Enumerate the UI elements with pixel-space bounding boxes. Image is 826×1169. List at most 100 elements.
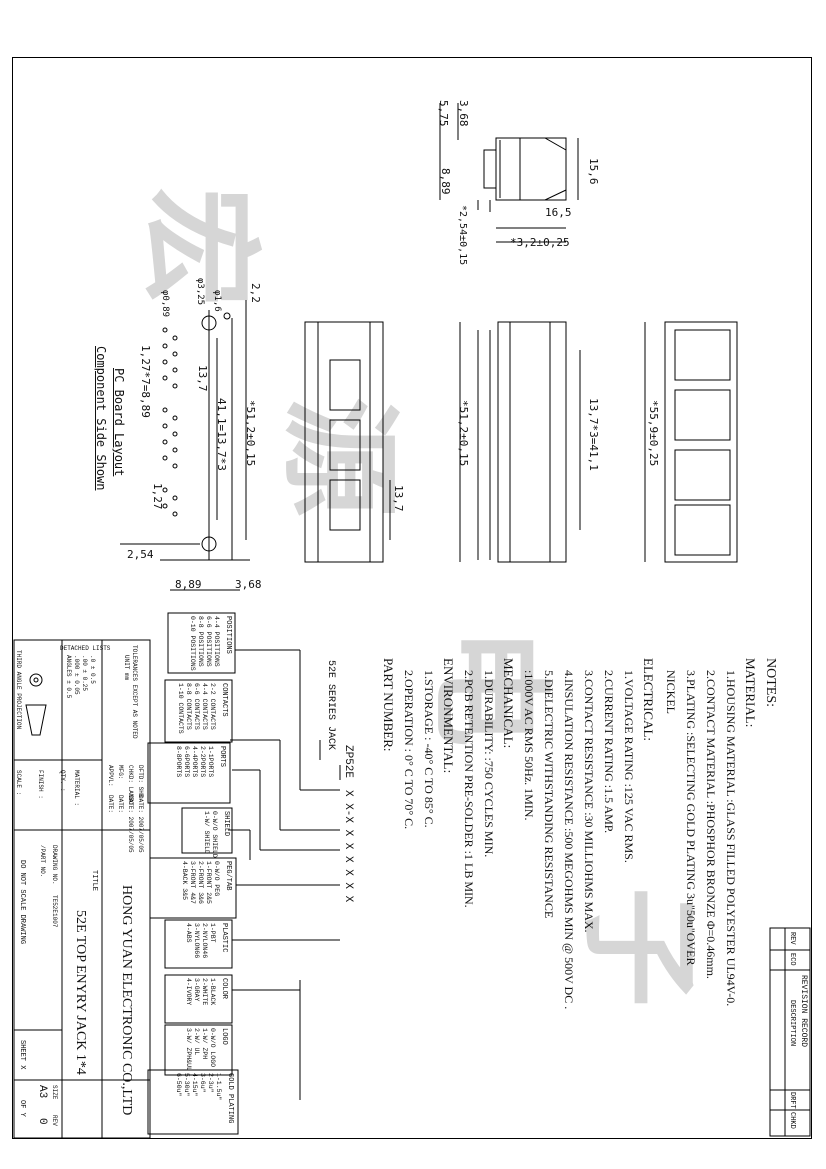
dim-side-width: 16,5 <box>545 206 572 219</box>
option-item: 0-W/O SHIELD <box>211 811 218 858</box>
option-item: 6-6 POSITIONS <box>205 616 212 667</box>
option-item: 1-1PORTS <box>207 746 214 778</box>
dim-side-pitch: *2,54±0,15 <box>457 205 468 266</box>
front-view-drawing <box>304 321 391 563</box>
chkd-date: DATE: 2007/05/05 <box>127 795 134 853</box>
environmental-line-2: 2.OPERATION : 0° C TO 70° C. <box>402 670 416 830</box>
part-number-tree <box>228 649 341 1100</box>
option-item: 3-W/ ZPH&UL <box>185 1028 192 1071</box>
option-group-title: CONTACTS <box>220 683 228 717</box>
rev-value: 0 <box>36 1118 48 1125</box>
sheet-label: SHEET X <box>18 1040 26 1070</box>
option-group-title: POSITIONS <box>224 616 232 654</box>
mechanical-heading: MECHANICAL: <box>501 658 516 749</box>
drawing-no: TE52E1007 <box>51 895 58 928</box>
dim-side-top-2: 3,68 <box>457 100 470 127</box>
option-item: 2-FRONT 3&6 <box>197 861 204 904</box>
dim-top-512: *51,2±0,15 <box>457 400 470 467</box>
option-item: 2-W/ UL <box>193 1028 200 1056</box>
drawing-no-label: DRAWING NO. <box>51 845 58 885</box>
electrical-line-1: 1.VOLTAGE RATING :125 VAC RMS. <box>622 670 636 863</box>
dim-pcb-d2: φ3,25 <box>195 278 205 306</box>
option-item: 4-4PORTS <box>191 746 198 778</box>
projection-symbol <box>25 673 47 736</box>
option-item: 0-10 POSITIONS <box>189 616 196 671</box>
option-item: 2-3u" <box>207 1073 214 1093</box>
series-label: 52E SERIES JACK <box>325 660 336 751</box>
material-heading: MATERIAL: <box>743 658 758 728</box>
electrical-line-5: 5.DIELECTRIC WITHSTANDING RESISTANCE <box>542 670 556 919</box>
dim-side-left: 8,89 <box>439 168 452 195</box>
part-number-heading: PART NUMBER: <box>381 658 396 752</box>
option-group-title: PORTS <box>218 746 226 768</box>
option-item: 4-4 CONTACTS <box>201 683 208 730</box>
size-value: A3 <box>36 1085 48 1099</box>
part-code: X X-X X X X X X X <box>342 790 354 903</box>
option-item: 2-2 CONTACTS <box>209 683 216 730</box>
size-label: SIZE <box>51 1085 58 1100</box>
appvl: APPVL: <box>107 765 114 787</box>
option-item: 4-ABS <box>185 923 192 943</box>
notes-title: NOTES: <box>763 658 778 707</box>
company-name: HONG YUAN ELECTRONIC CO.,LTD <box>119 885 134 1116</box>
scale-field: SCALE : <box>15 770 22 796</box>
part-title: 52E TOP ENYRY JACK 1*4 <box>73 910 88 1075</box>
dim-pcb-254: 2,54 <box>127 548 154 561</box>
option-item: 8-8PORTS <box>175 746 182 778</box>
option-item: 1-10 CONTACTS <box>177 683 184 734</box>
option-item: 6-6 CONTACTS <box>193 683 200 730</box>
dim-front-137: 13,7 <box>392 485 405 512</box>
option-group-title: SHIELD <box>222 811 230 837</box>
tol-row-1: .0 ± 0.5 <box>89 655 96 684</box>
mfg-date: DATE: <box>117 795 124 814</box>
dftd: DFTD: SHB <box>137 765 144 798</box>
option-item: 4-15u" <box>191 1073 198 1097</box>
sheet-border <box>12 57 812 1139</box>
revision-eco: ECO <box>788 953 796 966</box>
option-group-title: GOLD PLATING <box>226 1073 234 1124</box>
material-line-4: NICKEL <box>664 670 678 714</box>
option-item: 6-6PORTS <box>183 746 190 778</box>
mechanical-line-1: 1.DURABILITY: :750 CYCLES MIN. <box>482 670 496 858</box>
option-item: 1-PBT <box>209 923 216 943</box>
unit: UNIT mm <box>123 655 130 681</box>
pcb-layout-drawing <box>120 300 250 591</box>
revision-description: DESCRIPTION <box>788 1000 796 1047</box>
option-item: 1-FRONT 2&5 <box>205 861 212 904</box>
option-item: 1-W/ SHIELD <box>203 811 210 854</box>
option-item: 8-8 CONTACTS <box>185 683 192 730</box>
electrical-line-3: 3.CONTACT RESISTANCE :30 MILLIOHMS MAX. <box>582 670 596 933</box>
detached-lists: DETACHED LISTS <box>60 645 111 652</box>
option-item: 4-IVORY <box>185 978 192 1006</box>
electrical-line-6: :1000V AC RMS 50Hz. 1MIN. <box>522 670 536 821</box>
dim-pcb-889: 8,89 <box>175 578 202 591</box>
material-line-3: 3.PLATING :SELECTING GOLD PLATING 3u"50u… <box>684 670 698 966</box>
dim-pcb-d1: φ1,6 <box>212 290 222 312</box>
option-item: 0-W/O PEG <box>213 861 220 897</box>
revision-title: REVISION RECORD <box>799 975 808 1048</box>
dim-pcb-411: 41,1=13,7*3 <box>215 398 228 471</box>
option-item: 4-BACK 3&5 <box>181 861 188 901</box>
dim-side-offset: *3,2±0,25 <box>510 236 570 249</box>
qty-field: QTY. : <box>59 770 66 792</box>
option-item: 3-GRAY <box>193 978 200 1002</box>
option-item: 2-2PORTS <box>199 746 206 778</box>
dim-pcb-22: 2,2 <box>249 283 262 303</box>
pcb-caption-1: PC Board Layout <box>112 368 126 477</box>
option-item: 1-BLACK <box>209 978 216 1006</box>
dim-pcb-127x7: 1,27*7=8,89 <box>139 345 152 418</box>
appvl-date: DATE: <box>107 795 114 814</box>
option-item: 2-WHITE <box>201 978 208 1006</box>
dim-pcb-368: 3,68 <box>235 578 262 591</box>
rear-view-drawing <box>644 321 738 563</box>
dim-pcb-137: 13,7 <box>196 365 209 392</box>
option-item: 4-4 POSITIONS <box>213 616 220 667</box>
option-item: 1-W/ ZPH <box>201 1028 208 1060</box>
tol-row-4: ANGLES ± 0.5 <box>65 655 72 699</box>
option-group-title: LOGO <box>220 1028 228 1045</box>
dim-side-top-1: 5,75 <box>437 100 450 127</box>
option-item: 3-6u" <box>199 1073 206 1093</box>
of-label: OF Y <box>18 1100 26 1117</box>
